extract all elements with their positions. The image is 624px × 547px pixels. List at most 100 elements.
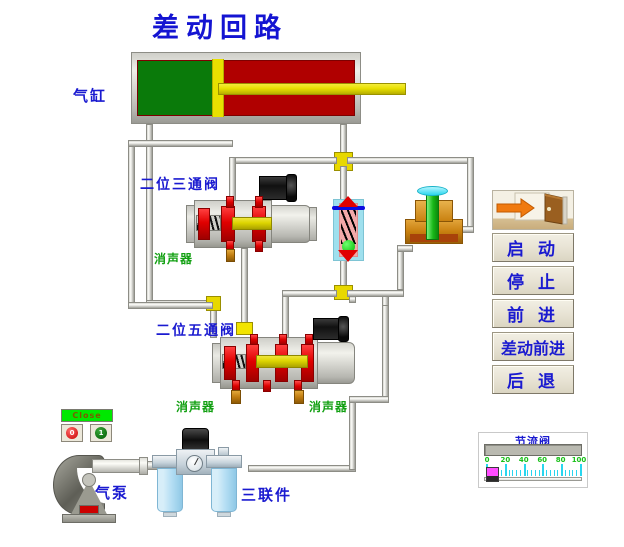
throttle-valve-knob[interactable] xyxy=(417,186,448,196)
differential-forward-button[interactable]: 差动前进 xyxy=(492,332,574,361)
valve3-port-top xyxy=(226,196,234,208)
tick-mark xyxy=(553,470,555,476)
valve5-muffler-label-right: 消声器 xyxy=(309,400,349,414)
tick-mark xyxy=(572,470,574,476)
throttle-slider-well xyxy=(484,444,582,456)
start-button[interactable]: 启 动 xyxy=(492,233,574,262)
frl-regulator-knob[interactable] xyxy=(182,428,209,450)
valve3-solenoid-face xyxy=(286,174,297,202)
tick-mark xyxy=(501,470,503,476)
pipe-supply-joint xyxy=(349,296,356,303)
pipe-valve5-port3-riser xyxy=(282,290,289,338)
valve5-port-top-1 xyxy=(250,334,258,345)
tick-mark xyxy=(516,470,518,476)
frl-filter-bowl xyxy=(157,468,183,512)
lamp-0-dot: 0 xyxy=(66,427,78,439)
pipe-to-valve5-port3 xyxy=(282,290,337,297)
differential-forward-button-label: 差动前进 xyxy=(500,338,565,358)
frl-lubricator-filler xyxy=(218,447,229,456)
tick-mark xyxy=(523,464,526,476)
tick-mark xyxy=(534,470,536,476)
tick-mark xyxy=(564,470,566,476)
check-valve-cone-top xyxy=(338,196,358,207)
retract-button-label: 后 退 xyxy=(507,372,559,392)
tick-mark xyxy=(542,464,545,476)
pipe-valve3-lower-drop xyxy=(241,248,248,326)
page-title: 差动回路 xyxy=(152,13,288,44)
tick-mark xyxy=(508,470,510,476)
pipe-supply-riser xyxy=(349,400,356,470)
tick-mark xyxy=(531,470,533,476)
check-valve-spring xyxy=(341,208,356,244)
air-pump-outlet xyxy=(92,459,144,473)
valve5-solenoid-face xyxy=(338,316,349,342)
frl-lubricator-drain xyxy=(217,512,231,517)
valve3-label: 二位三通阀 xyxy=(140,177,220,193)
tick-label-80: 80 xyxy=(555,456,566,464)
pipe-top-to-right-bus xyxy=(347,157,474,164)
throttle-slider-thumb[interactable] xyxy=(486,467,499,482)
valve3-land-a xyxy=(198,208,210,240)
pipe-throttle-outlet-run xyxy=(397,245,413,252)
valve3-solenoid-coil xyxy=(259,176,289,200)
valve3-flange-right xyxy=(309,207,317,241)
valve3-port-top-2 xyxy=(255,196,263,208)
lamp-1-dot: 1 xyxy=(95,427,107,439)
cylinder-label: 气缸 xyxy=(73,87,108,105)
indicator-cell-1[interactable]: 1 xyxy=(90,424,112,442)
frl-filter-drain xyxy=(163,512,177,517)
tick-mark xyxy=(546,470,548,476)
frl-label: 三联件 xyxy=(241,486,293,504)
exit-door-icon[interactable] xyxy=(492,190,574,230)
frl-lubricator-bowl xyxy=(211,468,237,512)
tick-mark xyxy=(549,470,551,476)
pipe-supply-left-bottom xyxy=(128,302,213,309)
pipe-right-bus-drop xyxy=(467,157,474,233)
tick-mark xyxy=(561,464,564,476)
exit-door-glyph xyxy=(496,192,568,225)
valve5-port-top-3 xyxy=(305,334,313,345)
pipe-supply-top-stub xyxy=(382,296,389,306)
valve5-port-bottom-2 xyxy=(263,380,271,392)
valve3-muffler-label: 消声器 xyxy=(154,252,194,266)
stop-button[interactable]: 停 止 xyxy=(492,266,574,295)
indicator-cell-0[interactable]: 0 xyxy=(61,424,83,442)
valve5-land-a xyxy=(224,346,236,380)
tick-label-40: 40 xyxy=(518,456,529,464)
cylinder-rod xyxy=(218,83,406,95)
tick-mark xyxy=(580,464,582,476)
valve3-spool xyxy=(232,217,272,230)
tick-mark xyxy=(557,470,559,476)
tick-label-20: 20 xyxy=(500,456,511,464)
tick-mark xyxy=(512,470,514,476)
air-pump-label: 气泵 xyxy=(95,484,130,502)
frl-lubricator-cap xyxy=(206,455,242,468)
tick-mark xyxy=(538,470,540,476)
tick-label-0: 0 xyxy=(484,456,490,464)
pipe-top-to-valve3 xyxy=(229,157,337,164)
stop-button-label: 停 止 xyxy=(507,273,559,293)
pipe-supply-left-top xyxy=(128,140,233,147)
air-pump-indicator xyxy=(79,505,99,514)
air-pump-collar xyxy=(139,457,148,475)
tick-label-60: 60 xyxy=(537,456,548,464)
pipe-supply-riser-right xyxy=(382,296,389,400)
cylinder-chamber-left xyxy=(138,61,212,115)
retract-button[interactable]: 后 退 xyxy=(492,365,574,394)
valve5-port-top-2 xyxy=(279,334,287,345)
valve5-muffler-left xyxy=(231,390,241,404)
check-valve-ball xyxy=(342,240,355,253)
forward-button[interactable]: 前 进 xyxy=(492,299,574,328)
check-valve-retainer xyxy=(332,206,365,210)
pipe-supply-left-riser xyxy=(128,140,135,308)
throttle-slider-rail[interactable] xyxy=(484,477,582,481)
status-badge: Close xyxy=(61,409,113,422)
valve5-muffler-right xyxy=(294,390,304,404)
valve5-label: 二位五通阀 xyxy=(156,323,236,339)
check-valve-cone-bottom xyxy=(338,250,358,262)
tick-mark xyxy=(568,470,570,476)
valve3-port-bottom-2 xyxy=(255,240,263,252)
valve5-muffler-label-left: 消声器 xyxy=(176,400,216,414)
pipe-bottom-center-run xyxy=(347,290,404,297)
